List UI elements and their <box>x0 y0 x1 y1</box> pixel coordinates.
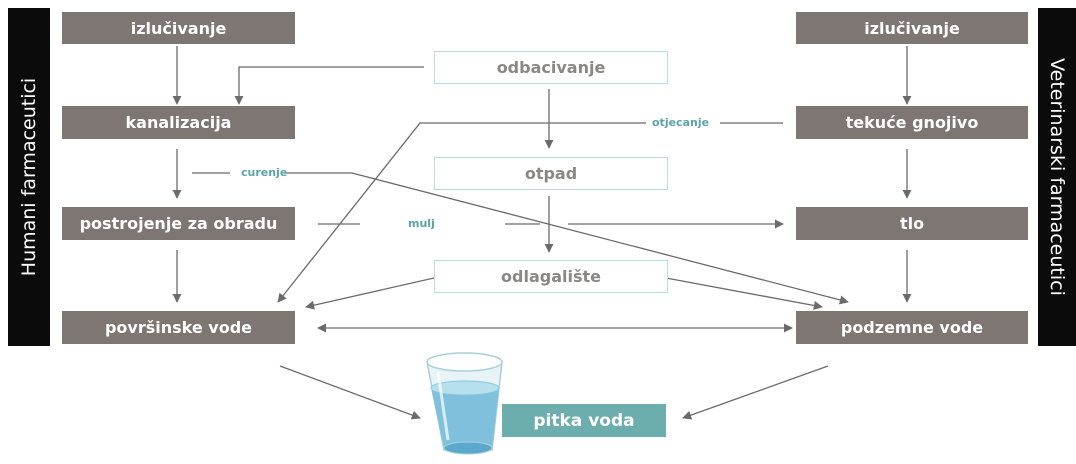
arrow-groundwater-to-drinking <box>682 365 829 420</box>
node-surface-water: površinske vode <box>62 311 295 344</box>
node-excretion-right: izlučivanje <box>796 12 1028 44</box>
left-sidebar: Humani farmaceutici <box>8 8 50 346</box>
arrow-landfill-to-surface <box>305 277 435 310</box>
arrow-leakage-to-groundwater <box>283 172 849 305</box>
node-groundwater: podzemne vode <box>796 311 1028 344</box>
node-waste: otpad <box>434 157 668 190</box>
arrow-surface-to-drinking <box>279 365 421 420</box>
node-liquid-manure: tekuće gnojivo <box>796 106 1028 139</box>
arrow-disposal-to-sewage <box>234 66 424 105</box>
node-disposal: odbacivanje <box>434 51 668 84</box>
drinking-glass-icon <box>426 352 503 455</box>
node-soil: tlo <box>796 207 1028 240</box>
edge-label-leakage: curenje <box>241 166 288 179</box>
edge-label-runoff: otjecanje <box>652 116 710 129</box>
node-treatment-plant: postrojenje za obradu <box>62 207 295 240</box>
arrow-runoff-to-surface <box>277 122 646 303</box>
node-sewage: kanalizacija <box>62 106 295 139</box>
edge-label-sludge: mulj <box>408 217 435 230</box>
node-drinking-water: pitka voda <box>502 404 666 437</box>
node-landfill: odlagalište <box>434 260 668 293</box>
node-excretion-left: izlučivanje <box>62 12 295 44</box>
right-sidebar: Veterinarski farmaceutici <box>1038 8 1076 346</box>
arrow-landfill-to-groundwater <box>665 277 823 310</box>
